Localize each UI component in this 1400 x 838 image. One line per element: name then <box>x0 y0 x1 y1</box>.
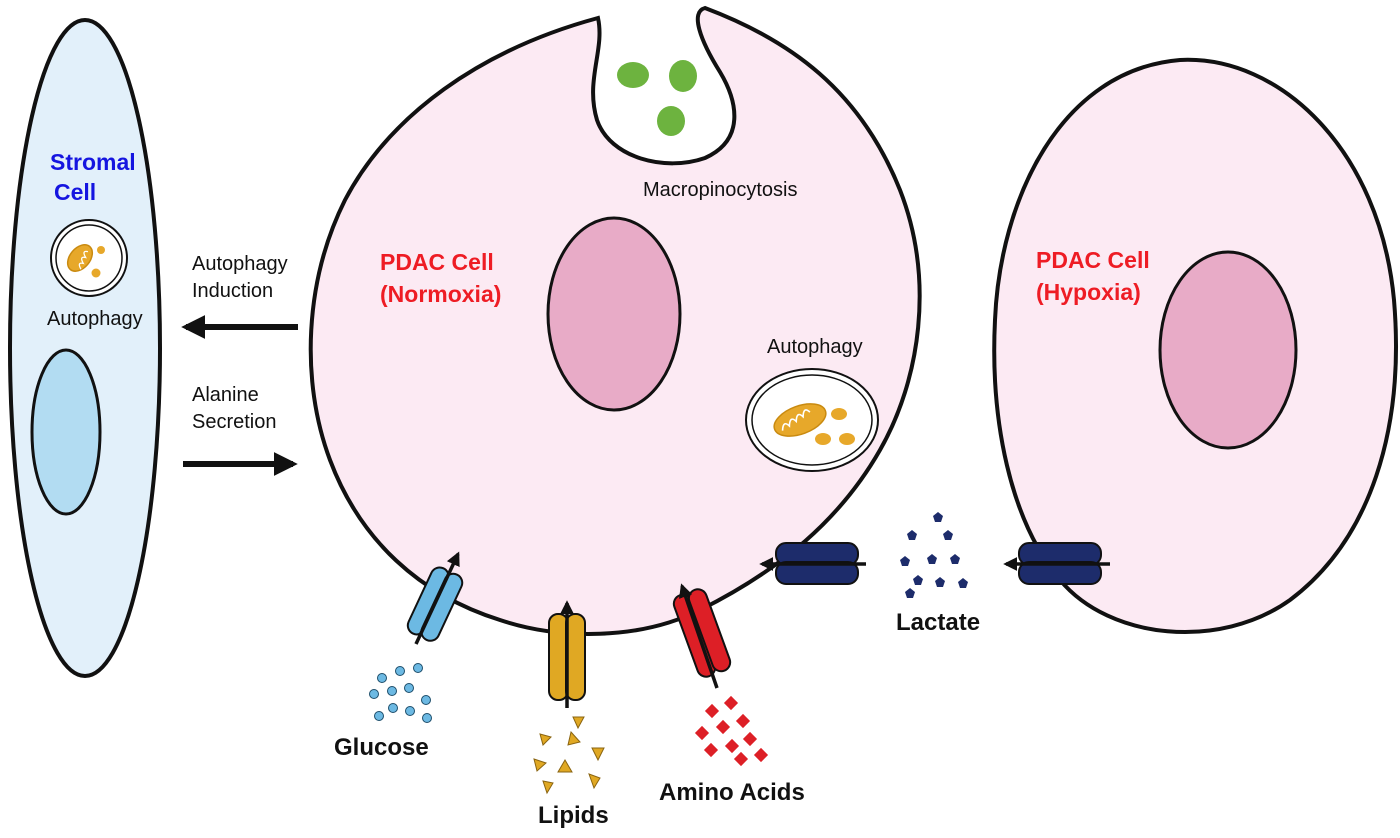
transporter-icon <box>406 566 464 642</box>
macropinocytosis-label: Macropinocytosis <box>643 179 798 201</box>
macropinosome <box>669 60 697 92</box>
lactate-transporter-normoxia <box>759 542 866 585</box>
pdac-autophagy-label: Autophagy <box>767 336 863 358</box>
alanine-secretion-label-line1: Alanine <box>192 384 259 406</box>
glucose-transporter <box>406 551 464 645</box>
macropinosomes <box>617 60 697 136</box>
lactate-transporter-hypoxia <box>1003 542 1110 585</box>
lactate-label: Lactate <box>896 609 980 636</box>
lipid-molecules <box>533 716 605 795</box>
alanine-secretion-arrow: Alanine Secretion <box>183 384 298 476</box>
macropinosome <box>657 106 685 136</box>
stromal-nucleus <box>30 348 102 516</box>
pdac-normoxia-title-line2: (Normoxia) <box>380 281 501 307</box>
lipids-label: Lipids <box>538 802 609 829</box>
transporter-icon <box>672 588 732 678</box>
mitochondrion-icon <box>66 244 94 272</box>
alanine-secretion-label-line2: Secretion <box>192 411 277 433</box>
arrow-icon <box>414 551 460 645</box>
stromal-cell-title-line1: Stromal <box>50 149 136 175</box>
pdac-cell-hypoxia: PDAC Cell (Hypoxia) <box>992 57 1398 634</box>
amino-acids-label: Amino Acids <box>659 779 805 806</box>
stromal-cell-title-line2: Cell <box>54 179 96 205</box>
pdac-cell-normoxia: Macropinocytosis PDAC Cell (Normoxia) Au… <box>308 5 922 708</box>
mitochondrion-icon <box>773 403 827 437</box>
pdac-hypoxia-nucleus <box>1158 250 1298 450</box>
pdac-normoxia-title-line1: PDAC Cell <box>380 249 494 275</box>
arrow-icon <box>679 583 719 689</box>
stromal-cell-membrane <box>8 18 162 678</box>
stromal-cell: Stromal Cell Autophagy <box>8 18 162 678</box>
lactate-molecules <box>900 512 968 598</box>
autophagosome-icon <box>50 219 128 297</box>
glucose-label: Glucose <box>334 734 429 761</box>
amino-acid-molecules <box>694 695 769 767</box>
autophagy-induction-label-line1: Autophagy <box>192 253 288 275</box>
stromal-autophagy-label: Autophagy <box>47 308 143 330</box>
pdac-hypoxia-title-line1: PDAC Cell <box>1036 247 1150 273</box>
glucose-molecules <box>369 663 432 723</box>
macropinosome <box>617 62 649 88</box>
pdac-normoxia-nucleus <box>546 216 682 412</box>
autophagosome-icon <box>745 368 879 472</box>
lipid-transporter <box>548 600 586 708</box>
autophagy-induction-label-line2: Induction <box>192 280 273 302</box>
autophagy-induction-arrow: Autophagy Induction <box>181 253 298 339</box>
pdac-hypoxia-title-line2: (Hypoxia) <box>1036 279 1141 305</box>
transporter-icon <box>1018 542 1102 585</box>
amino-acid-transporter <box>672 583 732 689</box>
transporter-icon <box>775 542 859 585</box>
